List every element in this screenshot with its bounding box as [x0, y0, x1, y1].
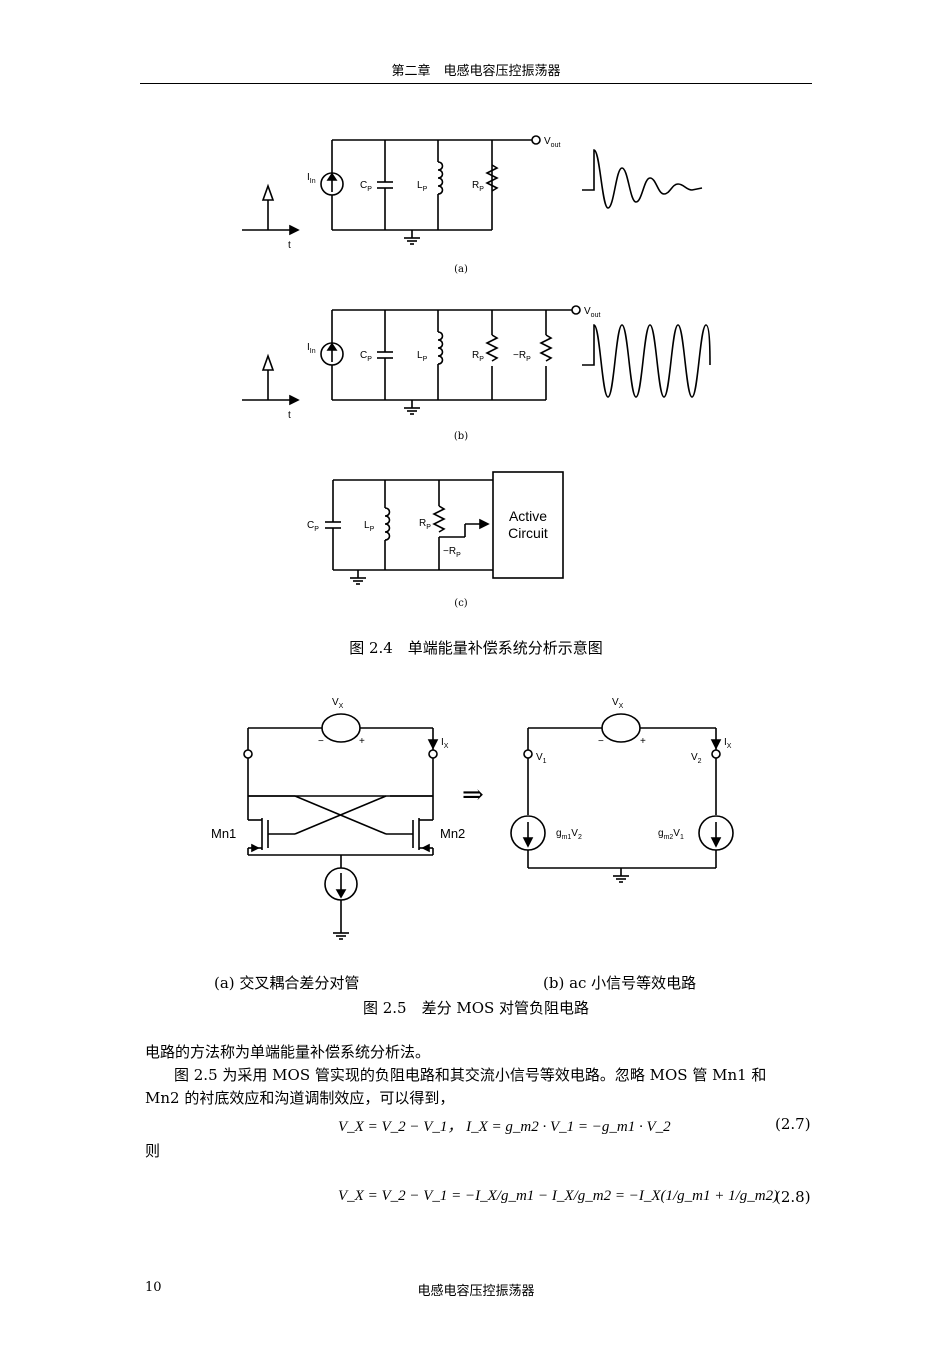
cp-label: CP	[360, 180, 372, 193]
equation-2-8: V_X = V_2 − V_1 = −I_X/g_m1 − I_X/g_m2 =…	[338, 1188, 779, 1204]
figure-2-4c-circuit: CP LP RP −RP Active Circuit	[307, 471, 564, 585]
cp-label: CP	[360, 350, 372, 363]
subcaption-2-5b: (b) ac 小信号等效电路	[543, 974, 697, 992]
active-circuit-label-2: Circuit	[508, 525, 548, 541]
gm2v1-label: gm2V1	[658, 828, 684, 841]
plus-sign: +	[359, 736, 365, 747]
vx-label: VX	[612, 697, 624, 710]
lp-label: LP	[417, 350, 428, 363]
subcaption-2-5a: (a) 交叉耦合差分对管	[214, 974, 360, 992]
gm1v2-label: gm1V2	[556, 828, 582, 841]
subcaption-2-4c: (c)	[454, 598, 468, 609]
subcaption-2-4b: (b)	[453, 431, 469, 442]
paragraph-1: 电路的方法称为单端能量补偿系统分析法。	[145, 1043, 431, 1061]
figure-2-4a-circuit: Vout IIn CP LP RP t	[242, 135, 703, 251]
equation-2-7-number: (2.7)	[775, 1115, 811, 1133]
v2-label: V2	[691, 752, 702, 765]
page-number: 10	[145, 1280, 162, 1295]
equation-2-7: V_X = V_2 − V_1， I_X = g_m2 · V_1 = −g_m…	[338, 1119, 671, 1135]
equivalence-arrow: ⇒	[462, 780, 484, 810]
active-circuit-label-1: Active	[509, 508, 547, 524]
subcaption-2-4a: (a)	[454, 264, 468, 275]
v1-label: V1	[536, 752, 547, 765]
time-label: t	[288, 410, 291, 421]
neg-rp-label: −RP	[513, 350, 531, 363]
figure-2-4b-circuit: Vout IIn CP LP RP −RP t	[242, 305, 711, 421]
minus-sign: −	[318, 736, 324, 747]
rp-label: RP	[472, 180, 484, 193]
vout-label: Vout	[544, 136, 560, 149]
footer-title: 电感电容压控振荡器	[417, 1284, 535, 1299]
figure-2-5-caption: 图 2.5 差分 MOS 对管负阻电路	[362, 999, 590, 1017]
figure-2-4-caption: 图 2.4 单端能量补偿系统分析示意图	[349, 639, 603, 657]
then-word: 则	[145, 1142, 161, 1160]
lp-label: LP	[364, 520, 375, 533]
paragraph-2-line-2: Mn2 的衬底效应和沟道调制效应，可以得到，	[145, 1089, 455, 1107]
neg-rp-label: −RP	[443, 546, 461, 559]
running-header: 第二章 电感电容压控振荡器	[140, 60, 812, 84]
iin-label: IIn	[307, 342, 316, 355]
ix-label: IX	[441, 737, 449, 750]
rp-label: RP	[472, 350, 484, 363]
mn1-label: Mn1	[211, 826, 236, 841]
vx-label: VX	[332, 697, 344, 710]
equation-2-8-number: (2.8)	[775, 1188, 811, 1206]
iin-label: IIn	[307, 172, 316, 185]
cp-label: CP	[307, 520, 319, 533]
mn2-label: Mn2	[440, 826, 465, 841]
time-label: t	[288, 240, 291, 251]
figure-2-5a-circuit: VX − + IX Mn1 Mn2	[211, 697, 465, 940]
lp-label: LP	[417, 180, 428, 193]
figure-2-5b-circuit: VX − + IX V1 V2 gm1V2 gm2V1	[510, 697, 734, 883]
rp-label: RP	[419, 518, 431, 531]
ix-label: IX	[724, 737, 732, 750]
paragraph-2-line-1: 图 2.5 为采用 MOS 管实现的负阻电路和其交流小信号等效电路。忽略 MOS…	[174, 1066, 767, 1084]
plus-sign: +	[640, 736, 646, 747]
minus-sign: −	[598, 736, 604, 747]
vout-label: Vout	[584, 306, 600, 319]
